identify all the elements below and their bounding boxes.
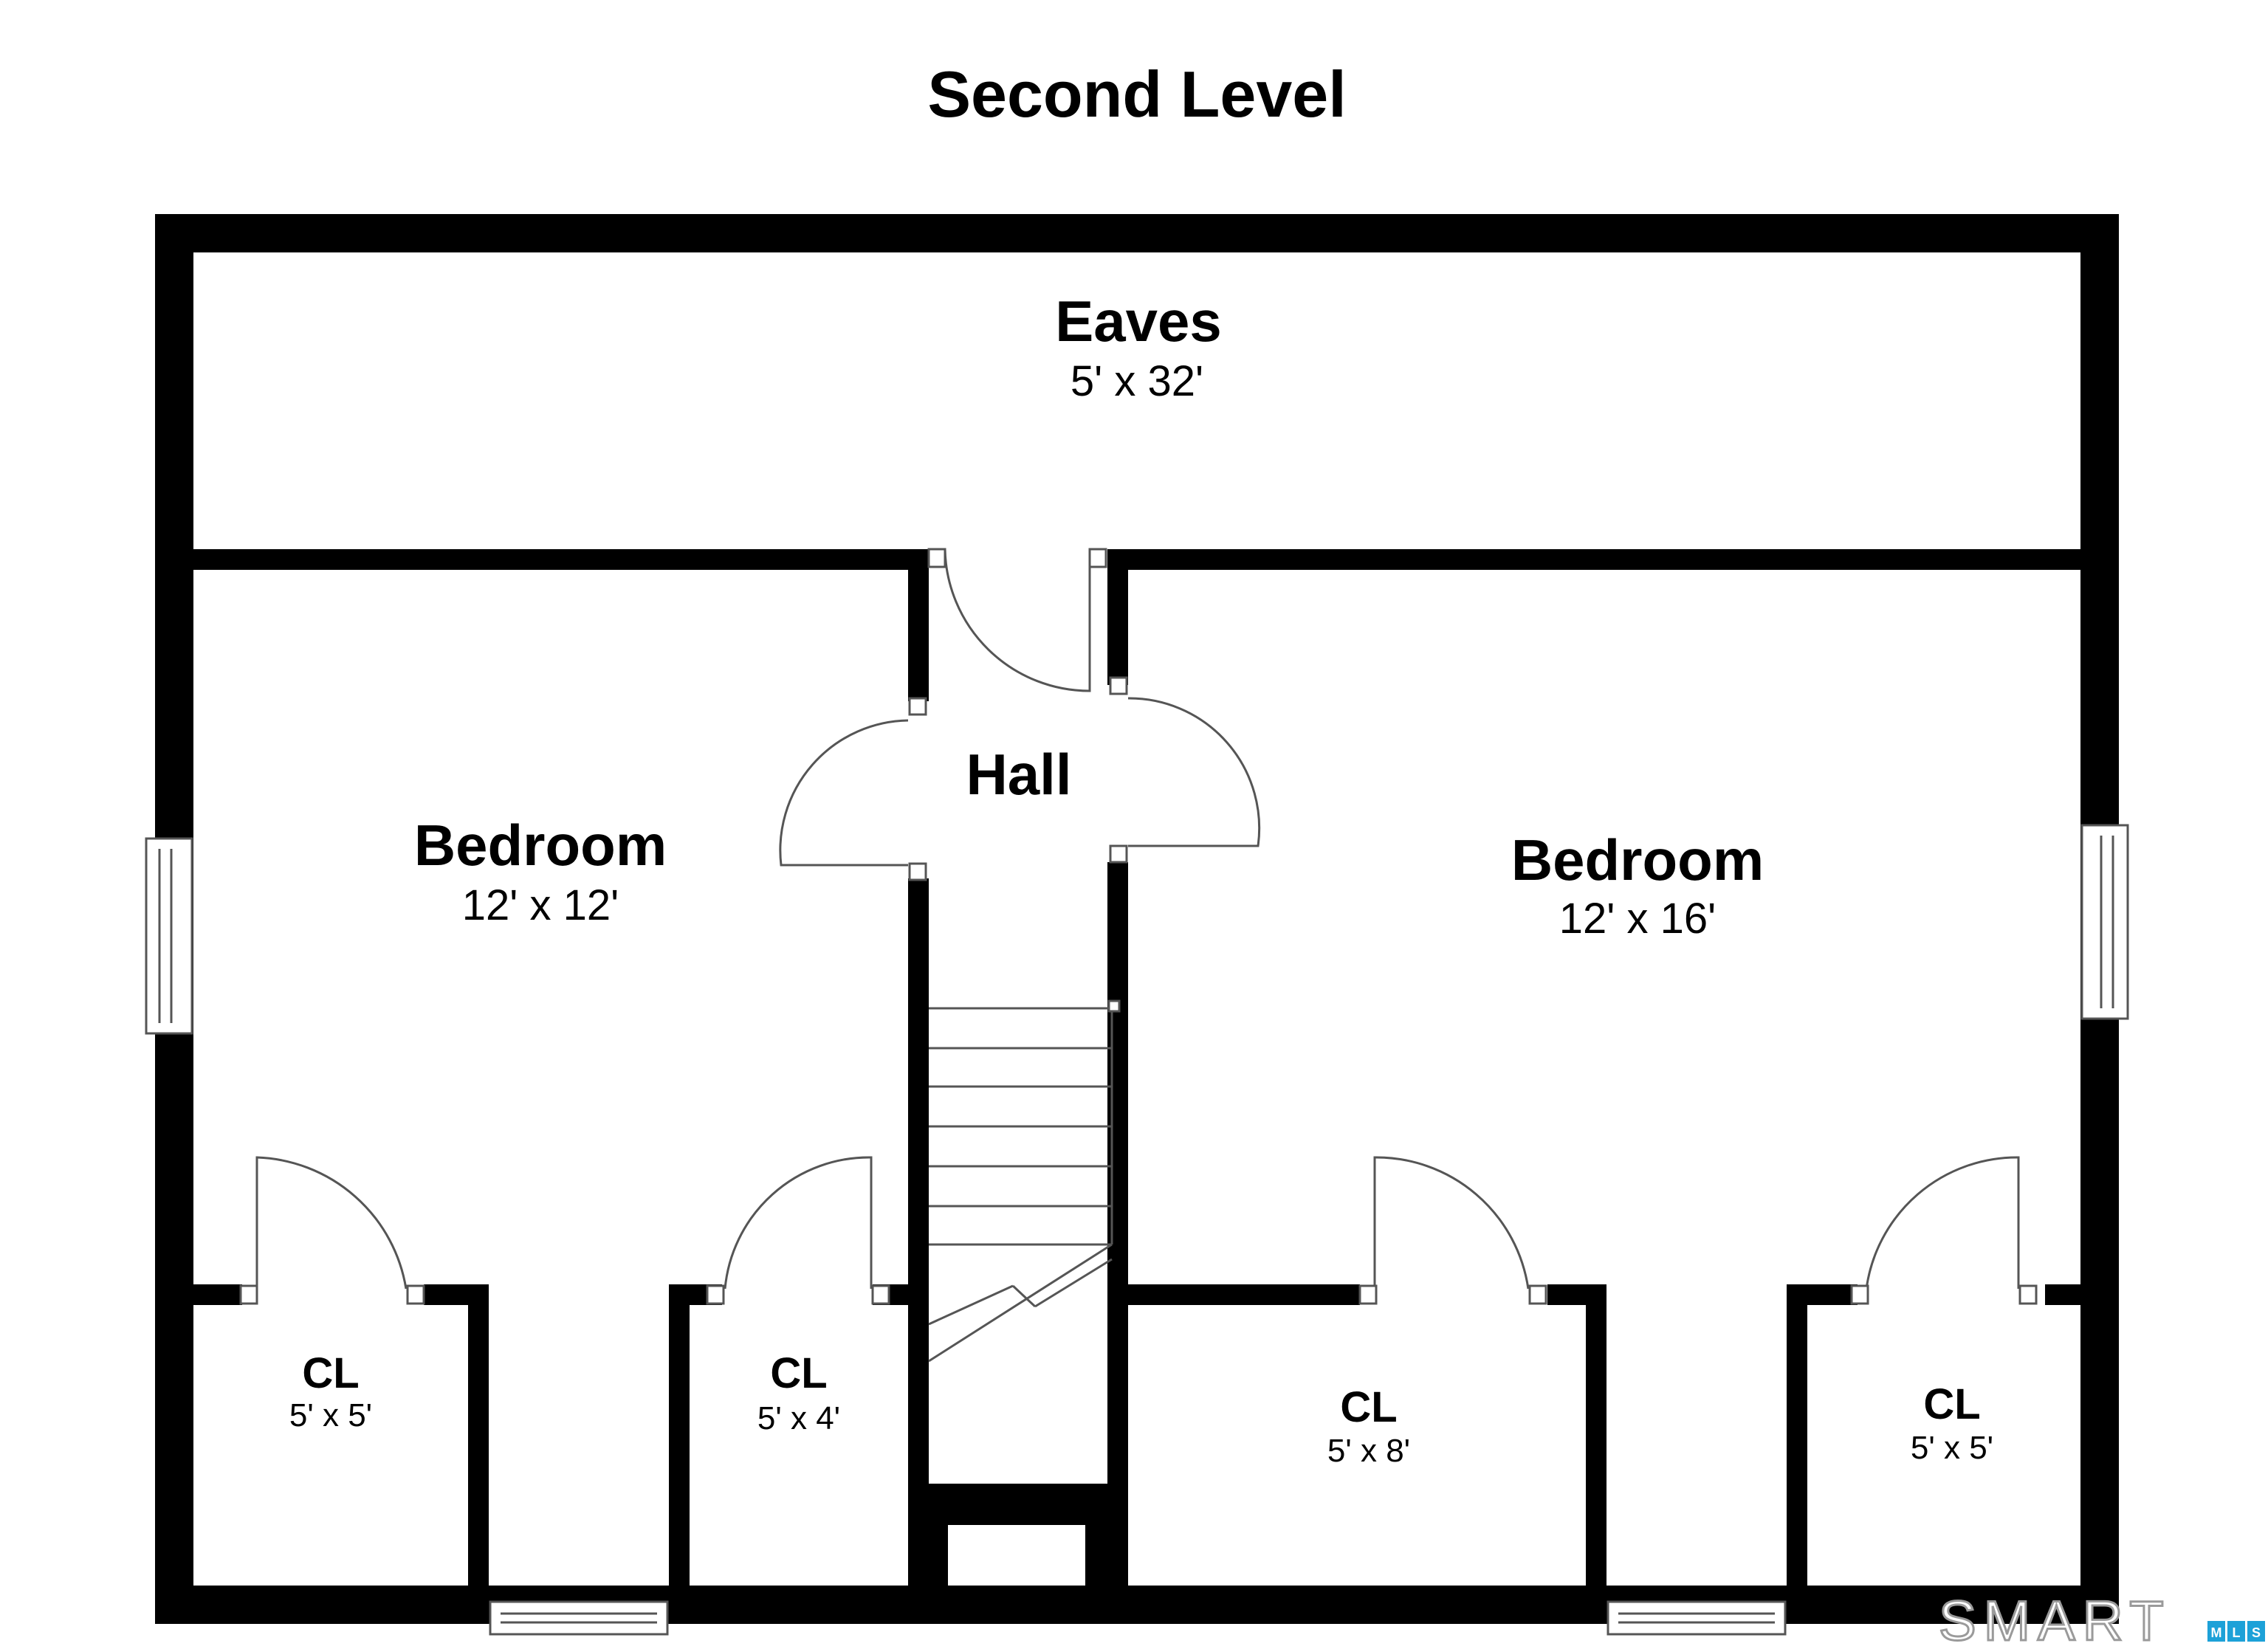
door-bedroom-right (1127, 697, 1261, 847)
door-closet-3 (1373, 1156, 1530, 1290)
stairs (928, 999, 1121, 1363)
room-dims: 5' x 5' (289, 1397, 372, 1433)
logo-badge-s (2247, 1621, 2265, 1642)
interior-walls (193, 549, 2080, 1609)
room-eaves: Eaves 5' x 32' (1055, 289, 1222, 405)
room-name: Hall (966, 742, 1071, 807)
window-left (145, 837, 193, 1035)
smart-mls-logo: SMART M L S (1938, 1589, 2265, 1649)
room-bedroom-right: Bedroom 12' x 16' (1511, 827, 1764, 943)
room-name: Eaves (1055, 289, 1222, 354)
window-right (2080, 824, 2129, 1020)
room-dims: 5' x 8' (1327, 1433, 1410, 1469)
room-closet-3: CL 5' x 8' (1327, 1383, 1410, 1469)
exterior-walls (155, 214, 2119, 1624)
doors (255, 548, 2020, 1290)
logo-badge-m (2207, 1621, 2225, 1642)
room-closet-4: CL 5' x 5' (1911, 1380, 1993, 1466)
door-bedroom-left (779, 719, 909, 867)
room-name: CL (1340, 1383, 1397, 1431)
door-closet-1 (255, 1156, 408, 1290)
door-closet-4 (1865, 1156, 2020, 1290)
room-dims: 5' x 4' (757, 1400, 840, 1436)
door-jambs (239, 548, 2038, 1305)
room-dims: 12' x 16' (1559, 895, 1716, 943)
room-name: CL (1923, 1380, 1980, 1428)
window-bottom-left (489, 1600, 669, 1636)
logo-sub-l: L (2233, 1625, 2241, 1640)
logo-badge-l (2227, 1621, 2245, 1642)
logo-sub-s: S (2252, 1625, 2261, 1640)
room-hall: Hall (966, 742, 1071, 807)
room-name: CL (770, 1349, 827, 1397)
room-dims: 5' x 32' (1071, 357, 1203, 405)
logo-wordmark: SMART (1939, 1590, 2171, 1649)
room-closet-1: CL 5' x 5' (289, 1349, 372, 1433)
room-dims: 5' x 5' (1911, 1430, 1993, 1466)
room-name: Bedroom (1511, 827, 1764, 892)
room-closet-2: CL 5' x 4' (757, 1349, 840, 1436)
windows (145, 824, 2129, 1636)
door-eaves (944, 548, 1091, 692)
room-name: CL (302, 1349, 359, 1397)
window-bottom-right (1606, 1600, 1787, 1636)
door-closet-2 (724, 1156, 873, 1290)
room-name: Bedroom (414, 813, 667, 878)
room-dims: 12' x 12' (462, 881, 619, 929)
logo-sub-m: M (2211, 1625, 2222, 1640)
room-bedroom-left: Bedroom 12' x 12' (414, 813, 667, 929)
page-title: Second Level (927, 58, 1346, 131)
